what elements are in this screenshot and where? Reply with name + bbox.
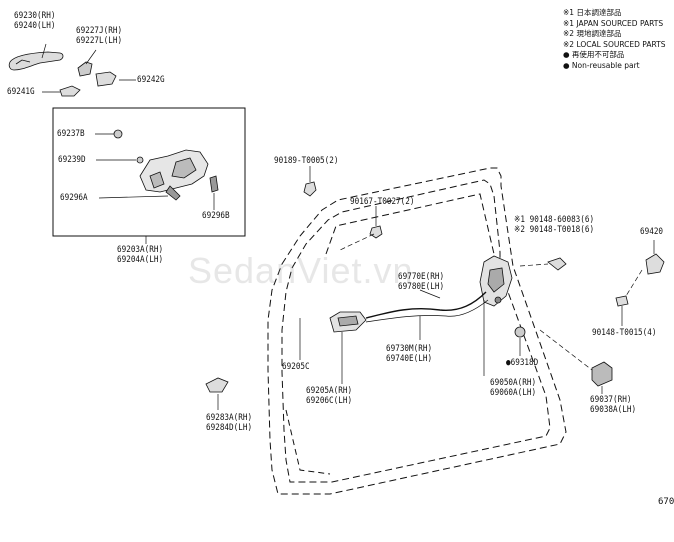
legend: ※1 日本調達部品 ※1 JAPAN SOURCED PARTS ※2 現地調達… bbox=[563, 8, 666, 71]
part-label-69230: 69230(RH)69240(LH) bbox=[14, 11, 56, 31]
detail-box bbox=[52, 107, 246, 237]
lock-cable-shape bbox=[365, 291, 487, 319]
inside-handle-shape bbox=[329, 311, 367, 333]
door-lock-shape bbox=[479, 255, 513, 307]
screw-90148-shape bbox=[547, 257, 567, 271]
grommet-shape bbox=[514, 326, 526, 338]
part-label-69242: 69242G bbox=[137, 75, 165, 85]
screw-90148-b-shape bbox=[615, 295, 629, 307]
striker-cover-shape bbox=[645, 253, 665, 275]
legend-line: ※2 LOCAL SOURCED PARTS bbox=[563, 39, 666, 49]
door-outline-inner bbox=[281, 179, 551, 483]
handle-frame-shape bbox=[113, 129, 219, 201]
door-window-line bbox=[325, 193, 495, 255]
legend-line: ● Non-reusable part bbox=[563, 60, 640, 70]
part-label-90167: 90167-T0027(2) bbox=[350, 197, 415, 207]
part-label-90189: 90189-T0005(2) bbox=[274, 156, 339, 166]
part-label-69037: 69037(RH)69038A(LH) bbox=[590, 395, 637, 415]
part-label-69203: 69203A(RH)69204A(LH) bbox=[117, 245, 164, 265]
part-label-69770: 69770E(RH)69780E(LH) bbox=[398, 272, 445, 292]
part-label-69227: 69227J(RH)69227L(LH) bbox=[76, 26, 123, 46]
part-label-69241: 69241G bbox=[7, 87, 35, 97]
part-label-69730: 69730M(RH)69740E(LH) bbox=[386, 344, 433, 364]
part-label-69205c: 69205C bbox=[282, 362, 310, 372]
legend-line: ※2 現地調達部品 bbox=[563, 29, 622, 38]
door-outline-outer bbox=[267, 167, 567, 495]
outside-handle-shape bbox=[8, 51, 64, 71]
part-label-69318: ●69318D bbox=[506, 358, 539, 368]
cap-69283-shape bbox=[205, 377, 229, 393]
handle-pad-shape bbox=[77, 61, 93, 77]
part-label-90148b: 90148-T0015(4) bbox=[592, 328, 657, 338]
page-code: 670 bbox=[658, 497, 674, 507]
watermark: SedanViet.vn bbox=[188, 250, 414, 291]
legend-line: ※1 JAPAN SOURCED PARTS bbox=[563, 18, 664, 28]
part-label-69205a: 69205A(RH)69206C(LH) bbox=[306, 386, 353, 406]
part-label-69420: 69420 bbox=[640, 227, 664, 237]
legend-line: ● 再使用不可部品 bbox=[563, 50, 625, 59]
part-label-69237: 69237B bbox=[57, 129, 85, 139]
legend-line: ※1 日本調達部品 bbox=[563, 8, 622, 17]
cap-69242-shape bbox=[95, 71, 117, 87]
part-label-69296a: 69296A bbox=[60, 193, 88, 203]
part-label-69283: 69283A(RH)69284D(LH) bbox=[206, 413, 253, 433]
door-trim-line bbox=[285, 409, 331, 475]
cap-69241-shape bbox=[59, 85, 81, 97]
bolt-90167-shape bbox=[369, 225, 383, 239]
part-label-69296b: 69296B bbox=[202, 211, 230, 221]
part-label-69239: 69239D bbox=[58, 155, 86, 165]
striker-shape bbox=[591, 361, 613, 387]
part-label-69050: 69050A(RH)69060A(LH) bbox=[490, 378, 537, 398]
bolt-90189-shape bbox=[303, 181, 317, 197]
part-label-90148a: ※1 90148-60083(6)※2 90148-T0018(6) bbox=[514, 215, 595, 235]
